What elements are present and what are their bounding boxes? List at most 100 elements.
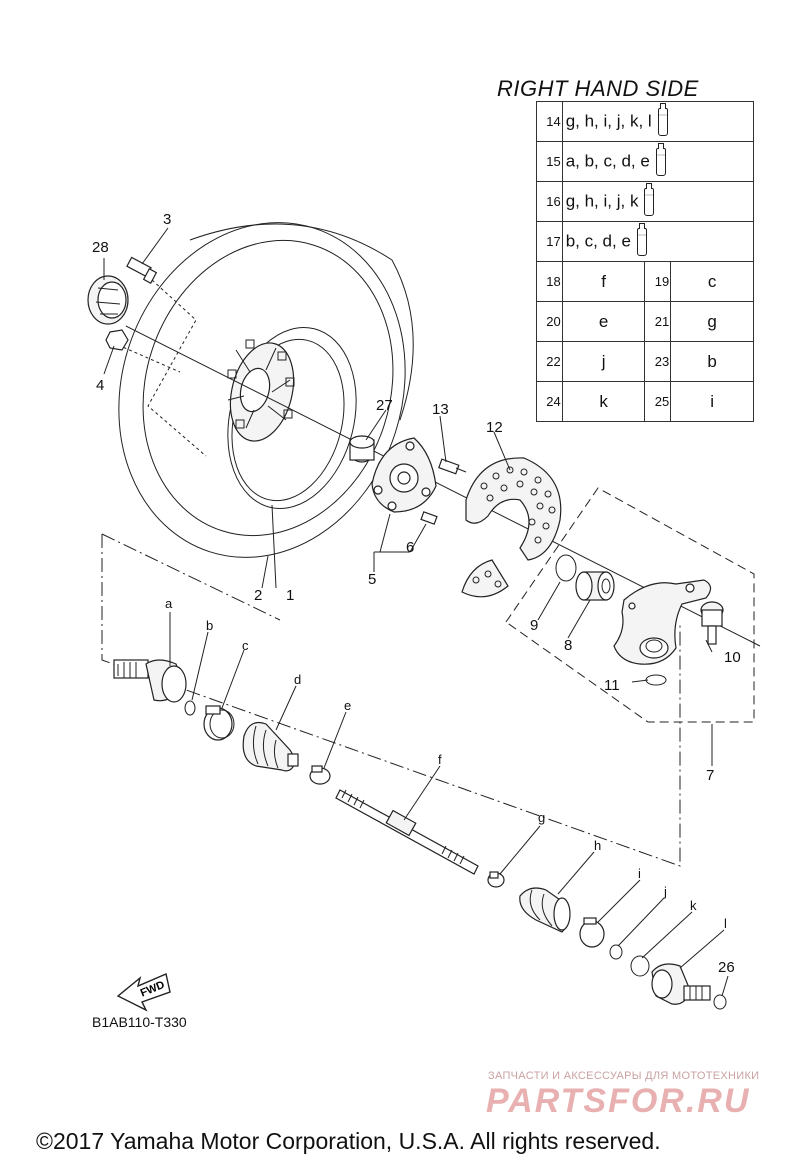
boot-h-part bbox=[519, 887, 571, 933]
tire bbox=[118, 222, 414, 558]
pair-number: 21 bbox=[644, 301, 672, 342]
callout-h: h bbox=[594, 838, 601, 853]
callout-13: 13 bbox=[432, 401, 449, 418]
table-row: 20 e 21 g bbox=[536, 301, 754, 342]
leader-lines bbox=[103, 227, 729, 997]
callout-2: 2 bbox=[254, 587, 262, 604]
inboard-joint-part bbox=[651, 963, 711, 1005]
pair-value: f bbox=[561, 261, 646, 302]
row-letters: a, b, c, d, e bbox=[565, 150, 650, 170]
callout-4: 4 bbox=[96, 377, 104, 394]
knuckle-clip-part bbox=[645, 674, 667, 686]
watermark-logo: PARTSFOR.RU bbox=[486, 1082, 751, 1120]
forward-arrow-icon: FWD bbox=[116, 973, 171, 1012]
o-ring-k-part bbox=[630, 955, 650, 977]
boot-band-e-part bbox=[309, 765, 331, 785]
hub-screw-part bbox=[420, 511, 438, 525]
brake-disc-part bbox=[461, 457, 562, 598]
callout-l: l bbox=[724, 916, 727, 931]
grease-tube-icon bbox=[655, 142, 666, 176]
pair-value: b bbox=[670, 341, 754, 382]
pair-value: j bbox=[561, 341, 646, 382]
callout-8: 8 bbox=[564, 637, 572, 654]
boot-band-g-part bbox=[487, 871, 505, 888]
callout-27: 27 bbox=[376, 397, 393, 414]
table-row: 18 f 19 c bbox=[536, 261, 754, 302]
wheel-nut-part bbox=[105, 329, 129, 351]
ball-joint-part bbox=[700, 601, 724, 645]
wheel-hub-part bbox=[371, 437, 437, 513]
table-row: 16 g, h, i, j, k bbox=[536, 181, 755, 222]
outboard-joint-part bbox=[113, 659, 187, 703]
pair-value: k bbox=[561, 381, 646, 422]
guide-dotted bbox=[117, 279, 207, 457]
table-title: RIGHT HAND SIDE bbox=[497, 76, 699, 101]
pair-number: 23 bbox=[644, 341, 672, 382]
grease-tube-icon bbox=[657, 102, 668, 136]
row-number: 15 bbox=[536, 141, 563, 182]
row-number: 16 bbox=[536, 181, 563, 222]
row-number: 14 bbox=[536, 101, 563, 142]
row-letters: g, h, i, j, k bbox=[565, 190, 639, 210]
callout-1: 1 bbox=[286, 587, 294, 604]
callout-j: j bbox=[663, 884, 667, 899]
pair-number: 24 bbox=[536, 381, 563, 422]
pair-value: e bbox=[561, 301, 646, 342]
callout-7: 7 bbox=[706, 767, 714, 784]
callout-g: g bbox=[538, 810, 545, 825]
clip-b-part bbox=[184, 700, 196, 716]
pair-value: c bbox=[670, 261, 754, 302]
table-row: 15 a, b, c, d, e bbox=[536, 141, 755, 182]
callout-9: 9 bbox=[530, 617, 538, 634]
table-row: 22 j 23 b bbox=[536, 341, 754, 382]
callout-e: e bbox=[344, 698, 351, 713]
clip-j-part bbox=[609, 944, 623, 960]
wheel-bearing-part bbox=[575, 571, 615, 601]
grease-tube-icon bbox=[636, 222, 647, 256]
steering-knuckle-part bbox=[613, 579, 712, 665]
circlip-part bbox=[555, 554, 577, 582]
callout-6: 6 bbox=[406, 539, 414, 556]
callout-10: 10 bbox=[724, 649, 741, 666]
callout-26: 26 bbox=[718, 959, 735, 976]
copyright-notice: ©2017 Yamaha Motor Corporation, U.S.A. A… bbox=[36, 1128, 661, 1154]
pair-number: 19 bbox=[644, 261, 672, 302]
grease-tube-icon bbox=[644, 182, 655, 216]
drive-shaft-box-outline bbox=[101, 534, 681, 867]
pair-number: 20 bbox=[536, 301, 563, 342]
wheel-rim bbox=[227, 326, 357, 510]
boot-band-c-part bbox=[203, 705, 235, 741]
callout-i: i bbox=[638, 866, 641, 881]
hub-cap-part bbox=[87, 275, 129, 325]
row-letters: b, c, d, e bbox=[565, 230, 631, 250]
diagram-code: B1AB110-T330 bbox=[92, 1014, 187, 1030]
table-row: 14 g, h, i, j, k, l bbox=[536, 101, 755, 142]
wheel-stud-part bbox=[126, 256, 158, 284]
callout-12: 12 bbox=[486, 419, 503, 436]
boot-band-i-part bbox=[579, 917, 605, 948]
table-row: 17 b, c, d, e bbox=[536, 221, 755, 262]
row-letters: g, h, i, j, k, l bbox=[565, 110, 652, 130]
table-row: 24 k 25 i bbox=[536, 381, 754, 422]
drive-shaft-part bbox=[335, 789, 479, 875]
pair-number: 18 bbox=[536, 261, 563, 302]
watermark-tagline: ЗАПЧАСТИ И АКСЕССУАРЫ ДЛЯ МОТОТЕХНИКИ bbox=[488, 1070, 760, 1082]
callout-11: 11 bbox=[604, 677, 620, 694]
callout-5: 5 bbox=[368, 571, 376, 588]
pair-number: 25 bbox=[644, 381, 672, 422]
pair-value: g bbox=[670, 301, 754, 342]
callout-f: f bbox=[438, 752, 442, 767]
callout-b: b bbox=[206, 618, 213, 633]
callout-d: d bbox=[294, 672, 301, 687]
callout-a: a bbox=[165, 596, 173, 611]
collar-part bbox=[349, 435, 375, 463]
pair-number: 22 bbox=[536, 341, 563, 382]
callout-k: k bbox=[690, 898, 697, 913]
clip-26-part bbox=[713, 994, 727, 1010]
callout-c: c bbox=[242, 638, 249, 653]
lubrication-table: 14 g, h, i, j, k, l 15 a, b, c, d, e 16 … bbox=[536, 101, 755, 422]
callout-3: 3 bbox=[163, 211, 171, 228]
callout-28: 28 bbox=[92, 239, 109, 256]
boot-d-part bbox=[242, 721, 299, 772]
